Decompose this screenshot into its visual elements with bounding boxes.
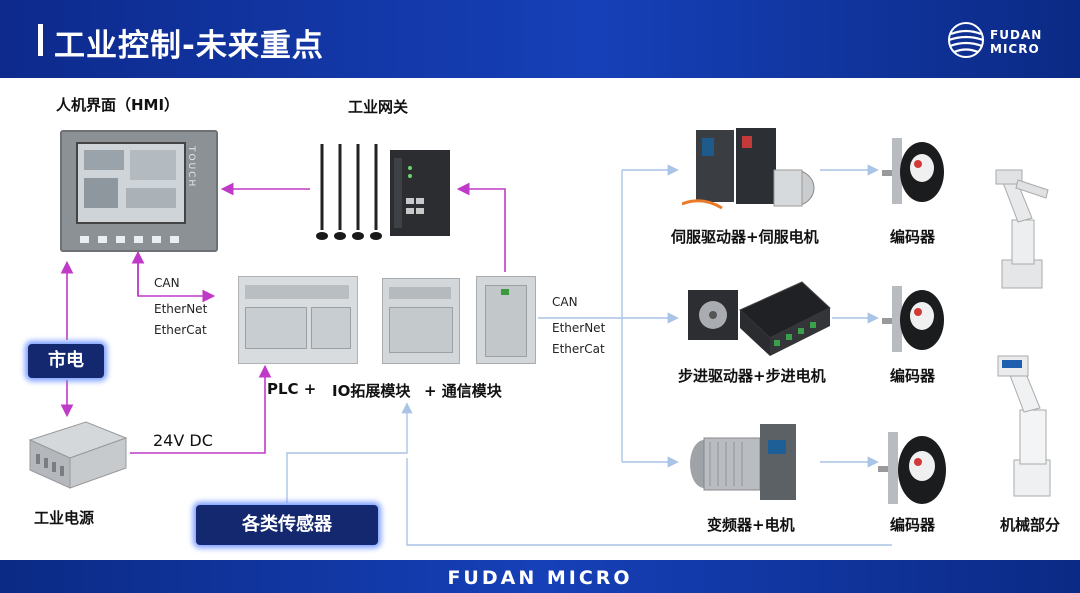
gateway-image (314, 138, 454, 244)
hmi-label: 人机界面（HMI） (56, 96, 180, 114)
io-module-image (382, 278, 460, 364)
plc-label: PLC + (267, 380, 317, 398)
footer-banner: FUDAN MICRO (0, 560, 1080, 593)
plc-image (238, 276, 358, 364)
logo-line-2: MICRO (990, 42, 1040, 56)
servo-drive-motor-image (681, 126, 822, 212)
encoder-3-label: 编码器 (890, 516, 936, 534)
robot-arm-2-image (988, 350, 1078, 500)
comm-module-image (476, 276, 536, 364)
hmi-panel-image: TOUCH (60, 130, 218, 252)
vfd-motor-image (684, 418, 802, 504)
power-grid-box: 市电 (28, 344, 104, 378)
logo-line-1: FUDAN (990, 28, 1043, 42)
drive-bus-can: CAN (552, 295, 578, 309)
sensors-box: 各类传感器 (196, 505, 378, 545)
stepper-label: 步进驱动器+步进电机 (678, 367, 826, 385)
encoder-2-image (882, 282, 946, 354)
encoder-1-label: 编码器 (890, 228, 936, 246)
fudan-micro-logo: FUDAN MICRO (946, 18, 1046, 62)
io-module-label: IO拓展模块 (332, 382, 411, 400)
power-supply-image (26, 418, 130, 490)
robot-arm-1-image (988, 160, 1078, 292)
dc-voltage-label: 24V DC (153, 431, 213, 450)
hmi-touch-label: TOUCH (186, 146, 196, 189)
encoder-1-image (882, 134, 946, 206)
encoder-2-label: 编码器 (890, 367, 936, 385)
mechanical-label: 机械部分 (1000, 516, 1061, 534)
servo-label: 伺服驱动器+伺服电机 (671, 228, 819, 246)
comm-module-label: + 通信模块 (424, 382, 502, 400)
footer-brand-text: FUDAN MICRO (447, 567, 633, 589)
vfd-label: 变频器+电机 (707, 516, 795, 534)
title-accent-bar (38, 24, 43, 56)
power-supply-label: 工业电源 (34, 509, 95, 527)
drive-bus-ethercat: EtherCat (552, 342, 605, 356)
drive-bus-ethernet: EtherNet (552, 321, 606, 335)
encoder-3-image (878, 428, 948, 508)
globe-logo-icon (948, 22, 984, 58)
stepper-drive-motor-image (682, 276, 832, 360)
hmi-bus-can: CAN (154, 276, 180, 290)
hmi-screen (76, 142, 186, 224)
gateway-label: 工业网关 (348, 98, 409, 116)
hmi-function-keys (80, 228, 190, 243)
hmi-bus-ethernet: EtherNet (154, 302, 208, 316)
page-title: 工业控制-未来重点 (54, 28, 324, 64)
hmi-bus-ethercat: EtherCat (154, 323, 207, 337)
header-banner: 工业控制-未来重点 FUDAN MICRO (0, 0, 1080, 78)
logo-text: FUDAN MICRO (990, 28, 1042, 56)
